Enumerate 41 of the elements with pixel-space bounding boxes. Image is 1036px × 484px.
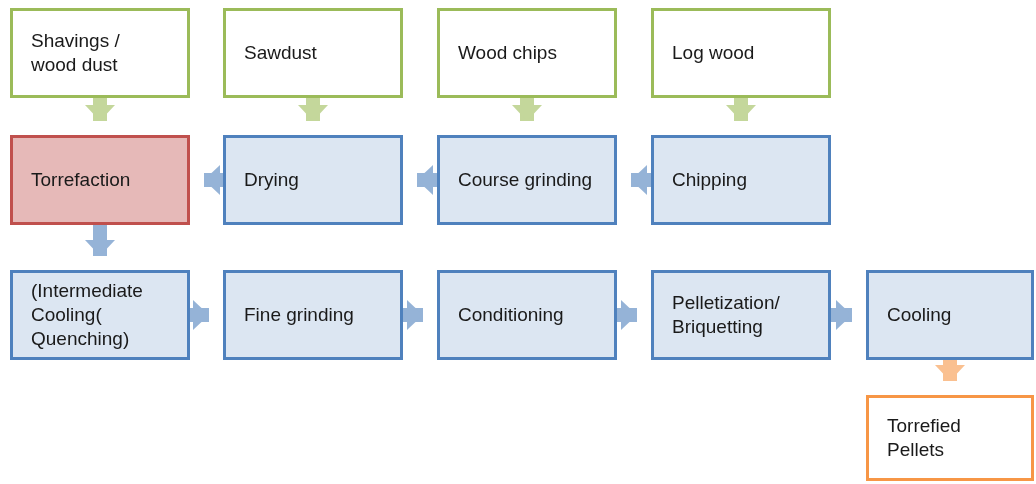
box-label: Pelletization/ Briquetting [672,291,781,339]
box-label: Log wood [672,41,755,65]
arrow [417,165,437,195]
process-box [651,135,831,225]
box-label: Torrefied Pellets [887,414,962,462]
box-label: Shavings / wood dust [31,29,121,77]
process-box [223,8,403,98]
process-box [10,270,190,360]
arrow [204,165,223,195]
process-box [223,135,403,225]
box-label: Wood chips [458,41,557,65]
arrow [512,98,542,121]
process-box [10,135,190,225]
arrow [617,300,637,330]
process-box [651,8,831,98]
arrow [190,300,209,330]
arrow [85,225,115,256]
arrow [935,360,965,381]
box-label: Drying [244,168,299,192]
process-box [437,8,617,98]
process-box [866,270,1034,360]
box-label: (Intermediate Cooling( Quenching) [31,279,144,351]
box-label: Conditioning [458,303,564,327]
arrow [631,165,651,195]
box-label: Course grinding [458,168,593,192]
box-label: Cooling [887,303,952,327]
box-label: Chipping [672,168,747,192]
process-box [437,135,617,225]
box-label: Fine grinding [244,303,354,327]
arrow [726,98,756,121]
box-label: Torrefaction [31,168,131,192]
process-box [437,270,617,360]
process-box [651,270,831,360]
arrow [831,300,852,330]
arrow [403,300,423,330]
arrow [298,98,328,121]
arrow [85,98,115,121]
box-label: Sawdust [244,41,317,65]
process-box [223,270,403,360]
process-box [866,395,1034,481]
process-box [10,8,190,98]
